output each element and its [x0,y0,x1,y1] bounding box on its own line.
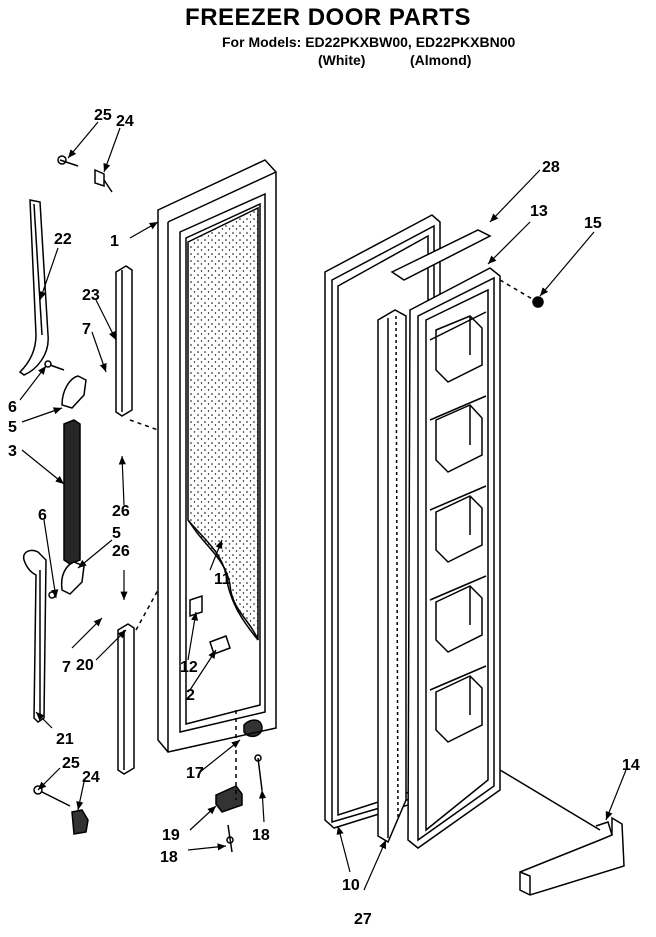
variant-almond: (Almond) [410,52,472,68]
callout-25: 25 [94,107,112,124]
page-title: FREEZER DOOR PARTS [185,4,471,31]
callout-28: 28 [542,159,560,176]
hinge-block-19 [215,785,243,813]
callout-27: 27 [354,911,372,928]
channel-20 [117,623,135,775]
foam-insulation [187,206,259,641]
callout-18: 18 [252,827,270,844]
door-shelf-14 [499,769,625,896]
callout-20: 20 [76,657,94,674]
callout-7: 7 [82,321,91,338]
clip-12 [189,594,203,618]
channel-23 [115,265,133,417]
variant-white: (White) [318,52,366,68]
screws-18 [226,754,263,853]
callout-13: 13 [530,203,548,220]
callout-24: 24 [82,769,100,786]
callout-22: 22 [54,231,72,248]
callout-15: 15 [584,215,602,232]
alignment-lines [129,419,237,800]
callout-25: 25 [62,755,80,772]
callout-19: 19 [162,827,180,844]
callout-3: 3 [8,443,17,460]
callout-labels: 25 24 22 1 23 7 6 5 3 26 6 5 26 11 12 2 … [8,107,640,928]
callout-5: 5 [112,525,121,542]
callout-5: 5 [8,419,17,436]
top-cap-28 [390,229,492,281]
callout-1: 1 [110,233,119,250]
callout-10: 10 [342,877,360,894]
callout-6: 6 [38,507,47,524]
breaker-strip [377,309,407,844]
callout-23: 23 [82,287,100,304]
callout-26: 26 [112,503,130,520]
leader-lines [19,121,627,891]
inner-door-liner [407,267,501,849]
callout-14: 14 [622,757,640,774]
model-numbers: For Models: ED22PKXBW00, ED22PKXBN00 [222,34,516,50]
callout-21: 21 [56,731,74,748]
screw-15 [499,279,544,308]
callout-11: 11 [214,571,231,588]
top-screw-and-bracket [57,155,113,193]
bottom-screw-and-bracket [33,785,89,835]
callout-6: 6 [8,399,17,416]
callout-18: 18 [160,849,178,866]
trim-strip-21 [22,549,47,723]
callout-7: 7 [62,659,71,676]
side-trim-3 [63,419,81,565]
hinge-bracket-upper [44,360,87,409]
callout-12: 12 [180,659,198,676]
callout-17: 17 [186,765,204,782]
callout-24: 24 [116,113,134,130]
callout-2: 2 [186,687,195,704]
callout-26: 26 [112,543,130,560]
trim-strip-22 [18,199,49,376]
hinge-pin-17 [243,719,263,738]
